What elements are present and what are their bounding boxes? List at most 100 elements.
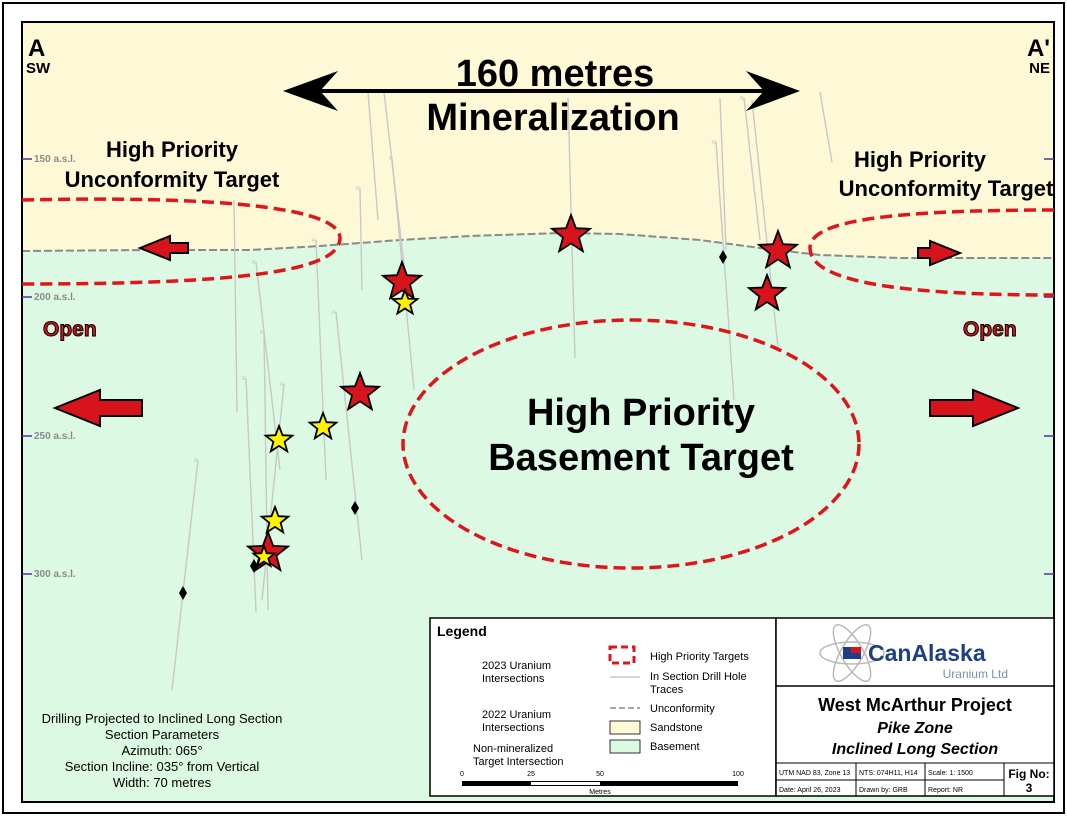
svg-text:×: × — [739, 93, 744, 103]
svg-text:×: × — [241, 373, 246, 383]
unconformity-arrow-right — [917, 239, 963, 267]
section-type-title: Inclined Long Section — [832, 741, 998, 758]
legend-red-star-line2: Intersections — [482, 673, 545, 685]
intersection-2022-star — [263, 423, 295, 454]
legend-sandstone-swatch — [609, 720, 641, 735]
drawn-by-label: Drawn by: GRB — [859, 787, 908, 794]
legend-basement-swatch — [609, 739, 641, 754]
left-target-label-line1: High Priority — [106, 137, 239, 162]
scale-unit: Metres — [589, 789, 611, 796]
elevation-label-300: 300 a.s.l. — [34, 569, 76, 580]
report-label: Report: NR — [928, 787, 963, 794]
left-target-label-line2: Unconformity Target — [65, 167, 280, 192]
basement-target-label-line2: Basement Target — [488, 437, 794, 479]
high-priority-targets — [21, 197, 1055, 570]
svg-text:×: × — [355, 183, 360, 193]
legend-yellow-star-line2: Intersections — [482, 722, 545, 734]
non-mineralized-diamond — [250, 559, 258, 573]
open-arrow-left — [52, 388, 143, 428]
intersection-2023-star — [549, 212, 593, 254]
non-mineralized-diamond — [351, 501, 359, 515]
company-subname: Uranium Ltd — [943, 667, 1008, 681]
elevation-label-250: 250 a.s.l. — [34, 431, 76, 442]
intersection-2023-star — [380, 259, 424, 301]
right-unconformity-target — [808, 208, 1055, 297]
drill-trace — [719, 97, 727, 251]
drill-trace — [233, 199, 238, 413]
scale-tick-0: 0 — [460, 771, 464, 778]
note-line2: Section Parameters — [105, 727, 220, 742]
legend-sandstone-label: Sandstone — [650, 722, 703, 734]
intersection-2023-star — [746, 272, 788, 312]
section-end-label: A' — [1027, 35, 1050, 62]
legend: Legend 2023 Uranium Intersections 2022 U… — [429, 617, 777, 797]
section-start-direction: SW — [26, 60, 51, 77]
zone-title: Pike Zone — [877, 720, 953, 737]
intersection-2022-star — [259, 504, 291, 535]
headline-line1: 160 metres — [456, 53, 655, 95]
figure-number-label: Fig No: — [1008, 767, 1049, 781]
svg-text:×: × — [251, 257, 256, 267]
basement-target-outline — [401, 318, 861, 570]
legend-diamond-line1: Non-mineralized — [473, 743, 553, 755]
collar-marks: ××× ××× ××× ×× — [193, 93, 744, 465]
scale-bar: 0 25 50 100 Metres — [460, 771, 744, 796]
open-arrow-right — [929, 388, 1021, 428]
unconformity-arrow-left — [137, 234, 189, 262]
non-mineralized-diamond — [719, 250, 727, 264]
svg-text:×: × — [331, 307, 336, 317]
scale-label: Scale: 1: 1500 — [928, 770, 973, 777]
right-target-label-line1: High Priority — [854, 147, 987, 172]
legend-targets-label: High Priority Targets — [650, 651, 749, 663]
section-notes: Drilling Projected to Inclined Long Sect… — [42, 711, 283, 790]
right-target-label-line2: Unconformity Target — [839, 176, 1054, 201]
note-line1: Drilling Projected to Inclined Long Sect… — [42, 711, 283, 726]
project-title: West McArthur Project — [818, 695, 1012, 715]
svg-text:×: × — [279, 379, 284, 389]
svg-text:×: × — [259, 327, 264, 337]
drill-trace — [743, 97, 761, 241]
elevation-ticks — [22, 158, 1054, 575]
elevation-label-200: 200 a.s.l. — [34, 292, 76, 303]
legend-red-star-line1: 2023 Uranium — [482, 660, 551, 672]
drill-hole-traces — [171, 91, 833, 691]
non-mineralized-diamond — [179, 586, 187, 600]
svg-text:×: × — [311, 235, 316, 245]
section-start-label: A — [28, 35, 45, 62]
map-frame — [21, 21, 1055, 803]
drill-trace — [245, 377, 257, 613]
company-logo: CanAlaska Uranium Ltd — [819, 623, 1008, 683]
scale-tick-25: 25 — [527, 771, 535, 778]
nts-label: NTS: 074H11, H14 — [859, 770, 918, 777]
legend-traces-line1: In Section Drill Hole — [650, 671, 747, 683]
legend-yellow-star-line1: 2022 Uranium — [482, 709, 551, 721]
legend-diamond-line2: Target Intersection — [473, 756, 564, 768]
legend-basement-label: Basement — [650, 741, 700, 753]
figure-number: 3 — [1026, 781, 1033, 795]
date-label: Date: April 26, 2023 — [779, 787, 841, 794]
svg-text:×: × — [388, 153, 393, 163]
note-line3: Azimuth: 065° — [121, 743, 202, 758]
legend-title: Legend — [437, 623, 487, 639]
svg-text:×: × — [193, 455, 198, 465]
company-name: CanAlaska — [868, 640, 986, 666]
drill-trace — [315, 239, 327, 481]
utm-label: UTM NAD 83, Zone 13 — [779, 770, 850, 777]
intersection-2022-star — [251, 543, 277, 568]
mineralization-extent-arrow — [283, 71, 800, 111]
drill-trace — [819, 91, 833, 163]
legend-traces-line2: Traces — [650, 684, 684, 696]
drill-trace — [359, 187, 363, 291]
legend-target-swatch — [608, 645, 636, 665]
intersection-2022-star — [390, 287, 420, 316]
intersection-2023-star — [756, 228, 800, 270]
intersection-2022-star — [307, 410, 339, 441]
legend-unconformity-label: Unconformity — [650, 703, 715, 715]
open-label-left: Open — [43, 318, 97, 341]
elevation-label-150: 150 a.s.l. — [34, 154, 76, 165]
note-line5: Width: 70 metres — [113, 775, 212, 790]
scale-tick-50: 50 — [596, 771, 604, 778]
unconformity-line — [21, 231, 1054, 259]
title-block: CanAlaska Uranium Ltd West McArthur Proj… — [775, 617, 1055, 797]
open-arrows — [52, 234, 1021, 428]
